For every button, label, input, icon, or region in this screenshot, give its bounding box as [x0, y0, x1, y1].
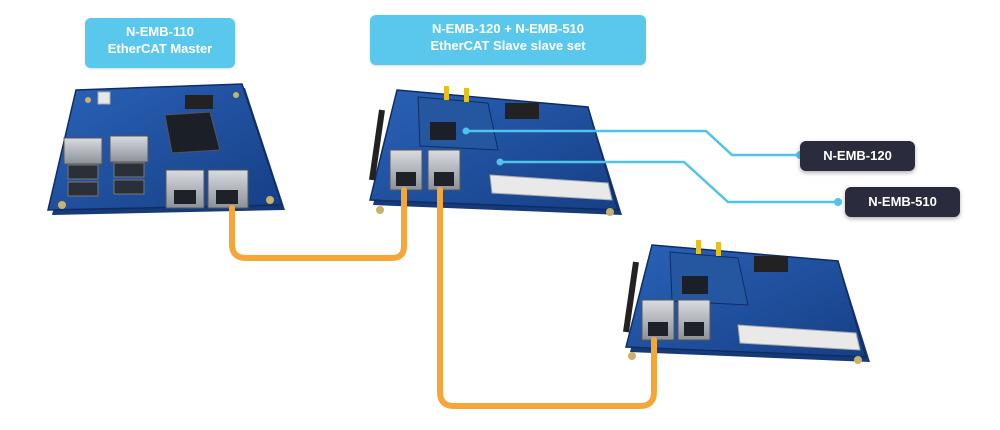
cable-slave-to-slave	[437, 187, 657, 409]
slave-set-label: N-EMB-120 + N-EMB-510 EtherCAT Slave sla…	[370, 15, 646, 65]
master-board	[47, 83, 285, 215]
callout-n-emb-120: N-EMB-120	[800, 141, 915, 171]
master-label: N-EMB-110 EtherCAT Master	[85, 18, 235, 68]
ethercat-cables	[229, 187, 657, 409]
callout-n-emb-510: N-EMB-510	[845, 187, 960, 217]
slave-set-role: EtherCAT Slave slave set	[430, 38, 586, 53]
callout-lines	[466, 129, 838, 204]
slave-set-models: N-EMB-120 + N-EMB-510	[431, 21, 585, 36]
cable-master-to-slave	[229, 187, 407, 261]
master-ethernet-ports	[63, 135, 249, 209]
slave-board-2	[623, 240, 870, 364]
slave-board-1	[369, 86, 622, 216]
master-model: N-EMB-110	[126, 24, 194, 39]
master-role: EtherCAT Master	[107, 41, 213, 56]
power-connector	[97, 91, 111, 105]
header-connector	[185, 95, 213, 109]
